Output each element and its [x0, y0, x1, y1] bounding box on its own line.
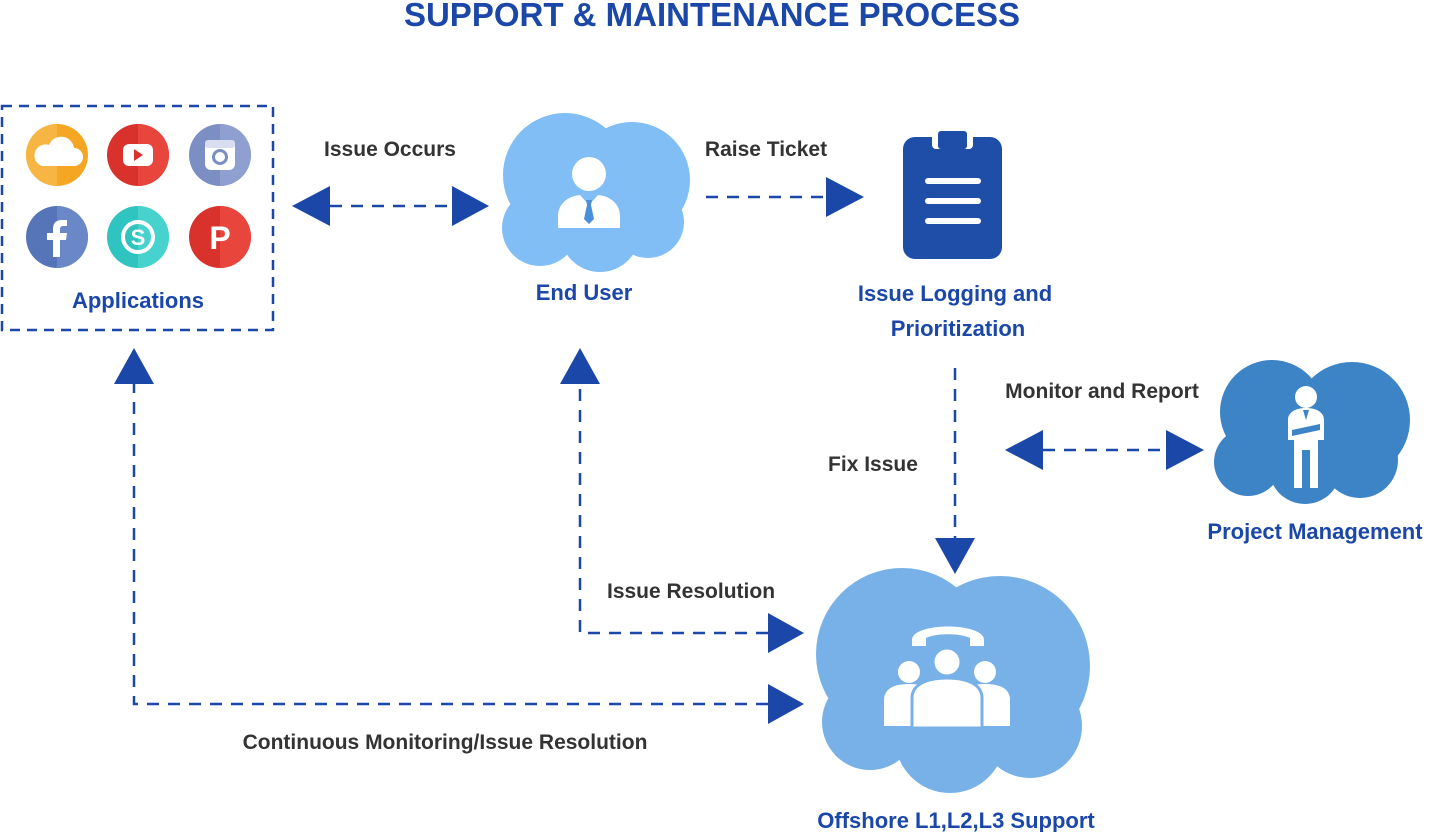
facebook-icon	[26, 206, 88, 268]
issue-resolution-label: Issue Resolution	[607, 580, 775, 603]
pinterest-icon: P	[189, 206, 251, 268]
edge-monitor-report: Monitor and Report	[1005, 380, 1204, 470]
applications-frame	[0, 104, 275, 332]
user-icon	[558, 157, 620, 228]
arrowhead-right	[768, 684, 804, 724]
skype-icon: S	[107, 206, 169, 268]
arrowhead-left	[1005, 430, 1043, 470]
arrowhead-right	[826, 177, 864, 217]
svg-text:P: P	[209, 220, 230, 256]
edge-issue-occurs: Issue Occurs	[292, 138, 489, 226]
arrowhead-up	[560, 348, 600, 384]
arrowhead-left	[292, 186, 330, 226]
arrowhead-down	[935, 538, 975, 574]
diagram-title: SUPPORT & MAINTENANCE PROCESS	[404, 0, 1020, 33]
project-management-node: Project Management	[1207, 360, 1423, 544]
issue-logging-node: Issue Logging and Prioritization	[858, 125, 1052, 341]
svg-text:S: S	[131, 225, 146, 250]
fix-issue-label: Fix Issue	[828, 453, 918, 476]
project-management-label: Project Management	[1207, 519, 1423, 544]
end-user-cloud	[502, 113, 690, 272]
edge-raise-ticket: Raise Ticket	[705, 138, 864, 217]
offshore-support-node: Offshore L1,L2,L3 Support	[816, 568, 1095, 832]
clipboard-icon	[903, 125, 1002, 259]
issue-logging-label-line2: Prioritization	[891, 316, 1025, 341]
edge-fix-issue: Fix Issue	[828, 368, 975, 574]
offshore-support-label: Offshore L1,L2,L3 Support	[817, 808, 1095, 832]
youtube-icon	[107, 124, 169, 186]
applications-label: Applications	[72, 288, 204, 313]
instagram-icon	[189, 124, 251, 186]
arrowhead-right	[452, 186, 489, 226]
applications-node: S P Applications	[0, 104, 275, 332]
raise-ticket-label: Raise Ticket	[705, 138, 827, 161]
arrowhead-up	[114, 348, 154, 384]
support-team-icon	[884, 626, 1010, 730]
issue-logging-label-line1: Issue Logging and	[858, 281, 1052, 306]
arrowhead-right	[1166, 430, 1204, 470]
edge-issue-resolution: Issue Resolution	[560, 348, 804, 653]
manager-icon	[1288, 386, 1324, 488]
end-user-node: End User	[502, 113, 690, 305]
end-user-label: End User	[536, 280, 633, 305]
monitor-report-label: Monitor and Report	[1005, 380, 1199, 403]
issue-occurs-label: Issue Occurs	[324, 138, 456, 161]
continuous-monitoring-label: Continuous Monitoring/Issue Resolution	[243, 731, 648, 754]
arrowhead-right	[768, 613, 804, 653]
edge-continuous-monitoring: Continuous Monitoring/Issue Resolution	[114, 348, 804, 754]
cloud-icon	[26, 124, 88, 186]
